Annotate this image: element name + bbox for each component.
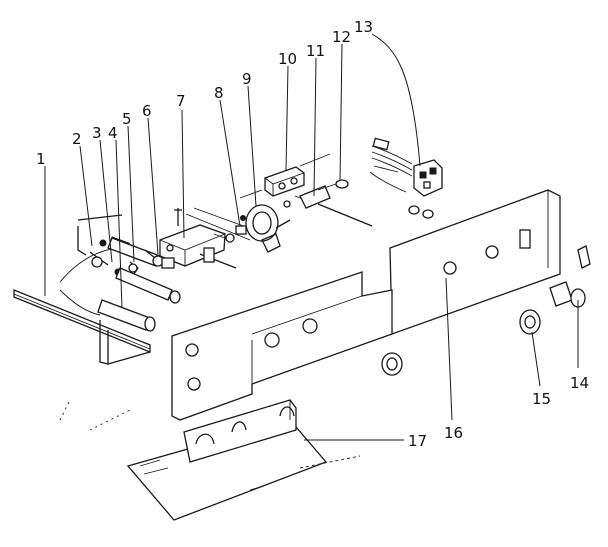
leader-lines — [44, 33, 579, 441]
callout-4: 4 — [108, 124, 118, 142]
part-14-push-button — [549, 245, 591, 308]
callout-16: 16 — [444, 424, 463, 442]
part-15-knob — [519, 309, 541, 335]
part-5-valve-stem — [128, 261, 139, 275]
part-16-control-panel — [171, 189, 561, 421]
callout-6: 6 — [142, 102, 152, 120]
part-17-bracket — [126, 399, 328, 521]
part-6-valve-stem — [144, 249, 164, 267]
part-7-valve-body — [159, 208, 237, 269]
callout-11: 11 — [306, 42, 325, 60]
callout-13: 13 — [354, 18, 373, 36]
part-13-terminal-block — [369, 137, 443, 219]
callout-3: 3 — [92, 124, 102, 142]
part-10-switch-block — [264, 166, 305, 197]
callout-8: 8 — [214, 84, 224, 102]
callout-1: 1 — [36, 150, 46, 168]
callout-12: 12 — [332, 28, 351, 46]
callout-17: 17 — [408, 432, 427, 450]
callout-7: 7 — [176, 92, 186, 110]
part-11-wire — [239, 153, 373, 227]
callout-2: 2 — [72, 130, 82, 148]
part-1-manifold-rail — [13, 247, 151, 365]
callout-14: 14 — [570, 374, 589, 392]
callout-10: 10 — [278, 50, 297, 68]
part-12-connector — [317, 179, 349, 191]
knob-left — [381, 352, 403, 376]
callouts: 1 2 3 4 5 6 7 8 9 10 11 12 13 14 15 16 1… — [36, 18, 589, 450]
part-9-regulator — [245, 204, 291, 253]
callout-15: 15 — [532, 390, 551, 408]
callout-9: 9 — [242, 70, 252, 88]
part-2-pilot-tube — [77, 214, 123, 268]
callout-5: 5 — [122, 110, 132, 128]
reference-lines — [59, 399, 361, 469]
